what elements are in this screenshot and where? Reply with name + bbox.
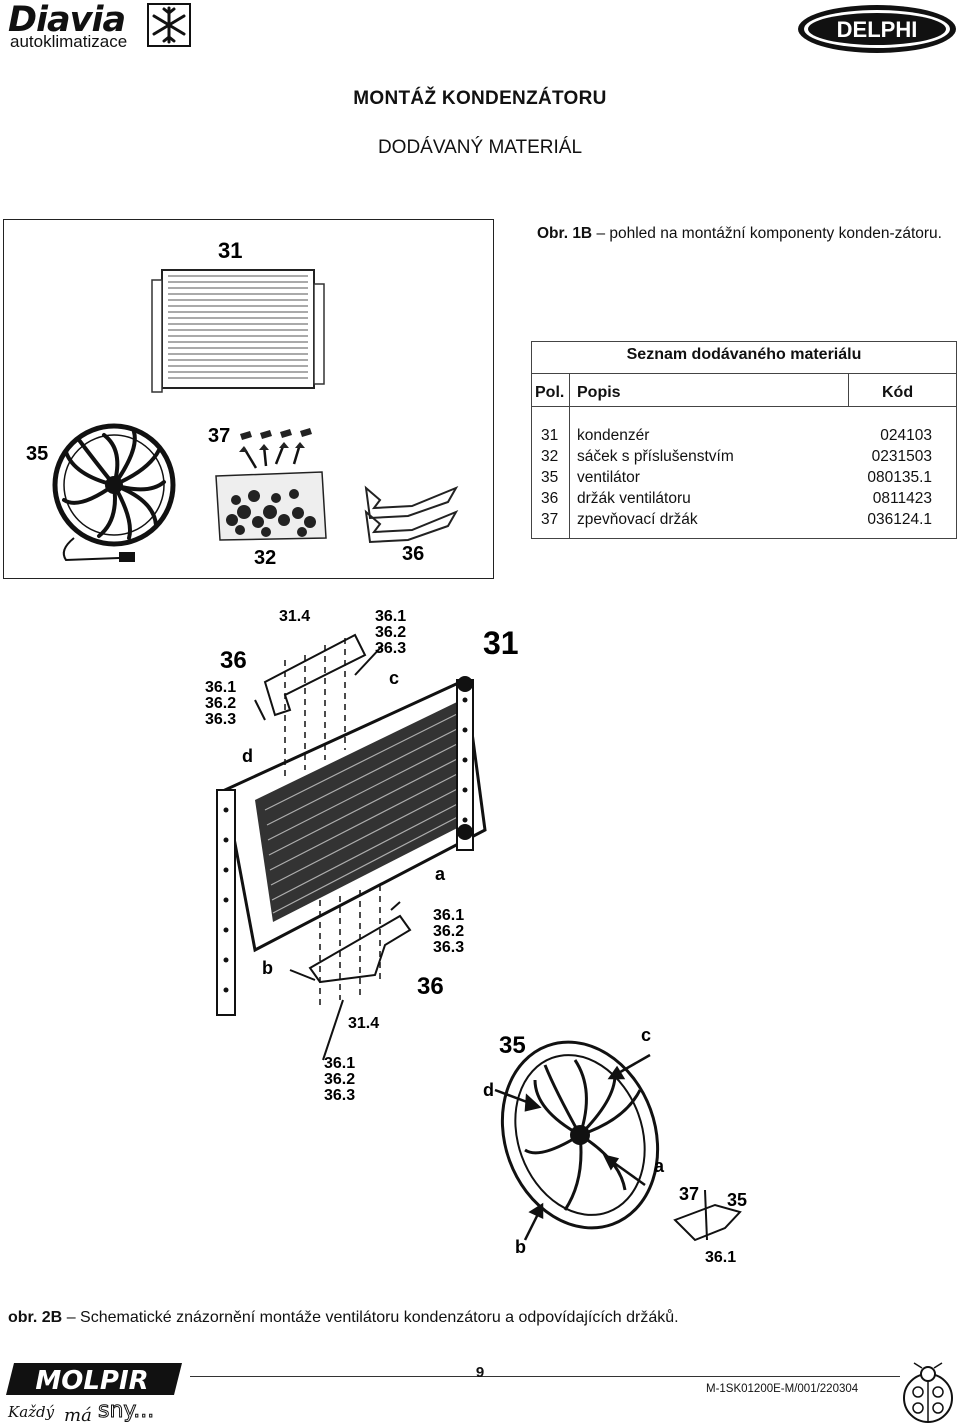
- label-36-3-bl: 36.3: [324, 1087, 355, 1104]
- table-col-divider-2: [848, 373, 849, 406]
- top-bracket-drawing: [263, 633, 367, 780]
- label-36-1-mid: 36.1: [433, 907, 464, 924]
- fan-bracket-drawings: [364, 485, 459, 544]
- label-36-1-fan: 36.1: [705, 1249, 736, 1266]
- label-31-4-top: 31.4: [279, 608, 310, 625]
- slogan-word-3: sny...: [98, 1398, 154, 1423]
- table-cell-desc: ventilátor: [577, 469, 640, 486]
- label-36-2-mid: 36.2: [433, 923, 464, 940]
- figure2-illustration: 36 31.4 36.1 36.2 36.3 31 36.1 36.2 36.3…: [205, 608, 747, 1266]
- label-36-1-bl: 36.1: [324, 1055, 355, 1072]
- stiffener-small-drawing: [673, 1189, 742, 1242]
- fan-perspective-drawing: [500, 1040, 660, 1230]
- figure2-caption-ref: obr. 2B: [8, 1309, 63, 1326]
- figure2-caption: obr. 2B – Schematické znázornění montáže…: [8, 1309, 679, 1327]
- table-cell-pos: 35: [541, 469, 559, 486]
- label-36-2-tr: 36.2: [375, 624, 406, 641]
- label-37-fan: 37: [679, 1184, 699, 1204]
- table-cell-pos: 37: [541, 511, 559, 528]
- label-35: 35: [26, 443, 48, 465]
- figure1-caption-text: – pohled na montážní komponenty konden-z…: [596, 225, 942, 242]
- label-36-top: 36: [220, 647, 247, 674]
- label-36: 36: [402, 543, 424, 565]
- label-b-top: b: [262, 958, 273, 978]
- label-36-3-mid: 36.3: [433, 939, 464, 956]
- fan-drawing: [52, 423, 176, 562]
- table-col-divider-1: [569, 373, 570, 539]
- table-cell-code: 024103: [880, 427, 932, 444]
- table-cell-pos: 31: [541, 427, 559, 444]
- accessory-bag-drawing: [215, 471, 327, 541]
- ladybug-icon: [903, 1362, 953, 1423]
- label-35-fan: 35: [499, 1032, 526, 1059]
- condenser-drawing: [151, 269, 325, 393]
- label-36-1-tl: 36.1: [205, 679, 236, 696]
- snowflake-icon: [147, 3, 191, 47]
- label-32: 32: [254, 547, 276, 569]
- figure1-caption-ref: Obr. 1B: [537, 225, 593, 242]
- condenser-perspective-drawing: [216, 676, 487, 1016]
- table-cell-desc: sáček s příslušenstvím: [577, 448, 734, 465]
- table-cell-code: 036124.1: [867, 511, 932, 528]
- label-36-2-tl: 36.2: [205, 695, 236, 712]
- slogan-word-2: má: [64, 1405, 92, 1423]
- label-31: 31: [218, 238, 242, 263]
- table-cell-desc: držák ventilátoru: [577, 490, 691, 507]
- table-cell-code: 0231503: [871, 448, 932, 465]
- diavia-brand-name: Diavia: [8, 0, 126, 40]
- label-36-3-tr: 36.3: [375, 640, 406, 657]
- table-cell-desc: kondenzér: [577, 427, 650, 444]
- figure1-frame: 31 35 37 32 36: [3, 219, 494, 579]
- label-c-fan: c: [641, 1025, 651, 1045]
- table-cell-pos: 32: [541, 448, 559, 465]
- label-a-fan: a: [654, 1156, 665, 1176]
- label-36-2-bl: 36.2: [324, 1071, 355, 1088]
- table-cell-pos: 36: [541, 490, 559, 507]
- label-d-fan: d: [483, 1080, 494, 1100]
- label-36-3-tl: 36.3: [205, 711, 236, 728]
- label-35-small: 35: [727, 1190, 747, 1210]
- label-31-main: 31: [483, 625, 519, 661]
- stiffener-drawings: [239, 428, 312, 469]
- slogan-word-1: Každý: [7, 1403, 55, 1421]
- figure1-illustration: 31 35 37 32 36: [26, 238, 459, 569]
- figure1-caption: Obr. 1B – pohled na montážní komponenty …: [537, 224, 957, 244]
- figure2-caption-text: – Schematické znázornění montáže ventilá…: [66, 1309, 679, 1326]
- page-title: MONTÁŽ KONDENZÁTORU: [353, 88, 607, 109]
- label-31-4-bottom: 31.4: [348, 1015, 379, 1032]
- molpir-brand: MOLPIR: [35, 1366, 148, 1396]
- page-subtitle: DODÁVANÝ MATERIÁL: [377, 137, 583, 158]
- table-header-code: Kód: [882, 384, 914, 401]
- footer-divider: [190, 1376, 900, 1377]
- diavia-logo: Diavia autoklimatizace: [4, 0, 199, 51]
- table-title: Seznam dodávaného materiálu: [626, 346, 862, 363]
- table-cell-desc: zpevňovací držák: [577, 511, 698, 528]
- table-header-pos: Pol.: [535, 384, 565, 401]
- molpir-logo: MOLPIR Každý má sny...: [6, 1363, 182, 1423]
- label-36-1-tr: 36.1: [375, 608, 406, 625]
- label-36-bottom: 36: [417, 973, 444, 1000]
- table-cell-code: 080135.1: [867, 469, 932, 486]
- delphi-logo-text: DELPHI: [837, 17, 918, 42]
- label-a-top: a: [435, 864, 446, 884]
- bottom-bracket-drawing: [308, 885, 412, 1010]
- table-rule-top: [532, 373, 956, 374]
- label-d-top: d: [242, 746, 253, 766]
- table-header-desc: Popis: [577, 384, 621, 401]
- diavia-brand-sub: autoklimatizace: [10, 32, 128, 51]
- document-code: M-1SK01200E-M/001/220304: [706, 1383, 859, 1395]
- parts-table: Seznam dodávaného materiálu Pol. Popis K…: [531, 341, 957, 539]
- label-37: 37: [208, 425, 230, 447]
- label-b-fan: b: [515, 1237, 526, 1257]
- delphi-logo: DELPHI: [798, 5, 956, 53]
- table-rule-head: [532, 406, 956, 407]
- table-cell-code: 0811423: [872, 490, 932, 507]
- label-c-top: c: [389, 668, 399, 688]
- page-number: 9: [475, 1364, 485, 1381]
